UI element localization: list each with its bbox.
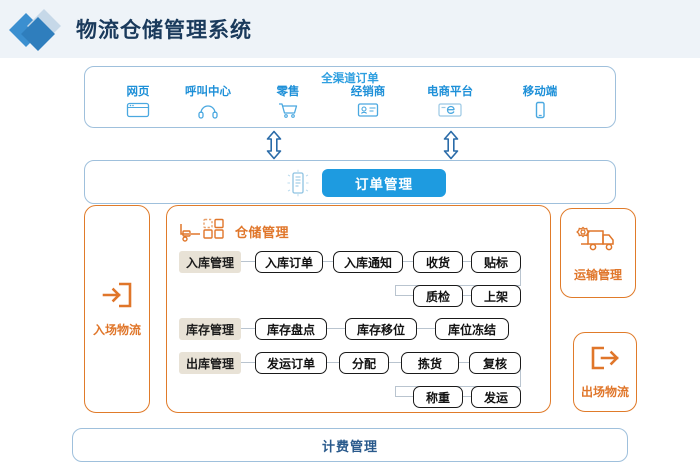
channel-label: 呼叫中心 <box>185 86 231 98</box>
connector <box>241 261 255 263</box>
channel-item-retail[interactable]: 零售 <box>253 85 323 120</box>
node-location-freeze[interactable]: 库位冻结 <box>435 318 509 340</box>
ecommerce-card-icon <box>437 100 463 120</box>
page-title: 物流仓储管理系统 <box>76 19 252 42</box>
mobile-phone-icon <box>528 100 552 120</box>
forklift-boxes-icon <box>179 218 227 244</box>
channel-label: 电商平台 <box>427 86 473 98</box>
channel-label: 经销商 <box>350 86 386 98</box>
node-quality-check[interactable]: 质检 <box>413 285 463 307</box>
arrow-out-of-box-icon <box>588 344 622 377</box>
outbound-logistics-panel[interactable]: 出场物流 <box>573 332 637 412</box>
connector-wrap-up <box>395 285 397 296</box>
node-dispatch[interactable]: 发运 <box>471 386 521 408</box>
channel-item-ecommerce[interactable]: 电商平台 <box>415 85 485 120</box>
omnichannel-panel: 全渠道订单 网页 呼叫中心 零售 经销商 电商平台 移动端 <box>84 66 616 128</box>
node-inbound-order[interactable]: 入库订单 <box>255 251 323 273</box>
inbound-logistics-panel[interactable]: 入场物流 <box>84 205 150 413</box>
node-stocktaking[interactable]: 库存盘点 <box>255 318 327 340</box>
category-tag-outbound: 出库管理 <box>179 352 241 374</box>
app-logo <box>9 9 66 51</box>
channel-item-dealer[interactable]: 经销商 <box>333 85 403 120</box>
channel-item-web[interactable]: 网页 <box>103 85 173 120</box>
channel-label: 零售 <box>276 86 300 98</box>
connector <box>459 362 469 364</box>
node-putaway[interactable]: 上架 <box>471 285 521 307</box>
double-headed-vertical-arrow-icon-right <box>442 130 460 160</box>
connector <box>389 362 401 364</box>
node-shipping-order[interactable]: 发运订单 <box>255 352 327 374</box>
connector <box>463 396 471 398</box>
headset-icon <box>196 100 220 120</box>
channel-item-call-center[interactable]: 呼叫中心 <box>173 85 243 120</box>
category-tag-inbound: 入库管理 <box>179 251 241 273</box>
node-weighing[interactable]: 称重 <box>413 386 463 408</box>
connector <box>403 261 413 263</box>
warehouse-management-title: 仓储管理 <box>235 225 290 240</box>
arrow-into-box-icon <box>100 280 134 315</box>
node-allocation[interactable]: 分配 <box>339 352 389 374</box>
connector <box>327 328 345 330</box>
order-document-icon <box>285 169 311 197</box>
node-inbound-notice[interactable]: 入库通知 <box>333 251 403 273</box>
connector <box>327 362 339 364</box>
connector <box>463 261 471 263</box>
connector <box>463 295 471 297</box>
channel-label: 网页 <box>126 86 150 98</box>
omnichannel-group-label: 全渠道订单 <box>321 73 379 85</box>
warehouse-management-panel: 仓储管理 入库管理 入库订单 入库通知 收货 贴标 质检 上架 库存管理 库存盘… <box>166 205 551 413</box>
channel-label: 移动端 <box>522 86 558 98</box>
category-tag-inventory: 库存管理 <box>179 318 241 340</box>
app-header: 物流仓储管理系统 <box>0 0 700 58</box>
connector <box>417 328 435 330</box>
connector-wrap-up <box>395 386 397 397</box>
browser-window-icon <box>126 100 150 120</box>
transport-management-panel[interactable]: 运输管理 <box>560 208 636 298</box>
billing-management-panel[interactable]: 计费管理 <box>72 428 628 462</box>
billing-management-label: 计费管理 <box>321 438 378 454</box>
connector-wrap-down <box>520 262 522 286</box>
connector <box>395 295 413 297</box>
truck-gear-icon <box>575 223 621 260</box>
order-management-panel: 订单管理 <box>84 160 616 204</box>
connector <box>395 396 413 398</box>
node-stock-transfer[interactable]: 库存移位 <box>345 318 417 340</box>
node-picking[interactable]: 拣货 <box>401 352 459 374</box>
connector-wrap-down <box>520 363 522 387</box>
outbound-logistics-label: 出场物流 <box>580 385 629 399</box>
connector <box>241 362 255 364</box>
connector <box>241 328 255 330</box>
double-headed-vertical-arrow-icon-left <box>265 130 283 160</box>
channel-item-mobile[interactable]: 移动端 <box>505 85 575 120</box>
node-receiving[interactable]: 收货 <box>413 251 463 273</box>
shopping-cart-icon <box>276 100 300 120</box>
id-card-icon <box>356 100 380 120</box>
node-review[interactable]: 复核 <box>469 352 521 374</box>
node-labeling[interactable]: 贴标 <box>471 251 521 273</box>
order-management-button[interactable]: 订单管理 <box>322 169 446 197</box>
connector <box>323 261 333 263</box>
transport-management-label: 运输管理 <box>573 268 622 282</box>
inbound-logistics-label: 入场物流 <box>92 323 141 337</box>
